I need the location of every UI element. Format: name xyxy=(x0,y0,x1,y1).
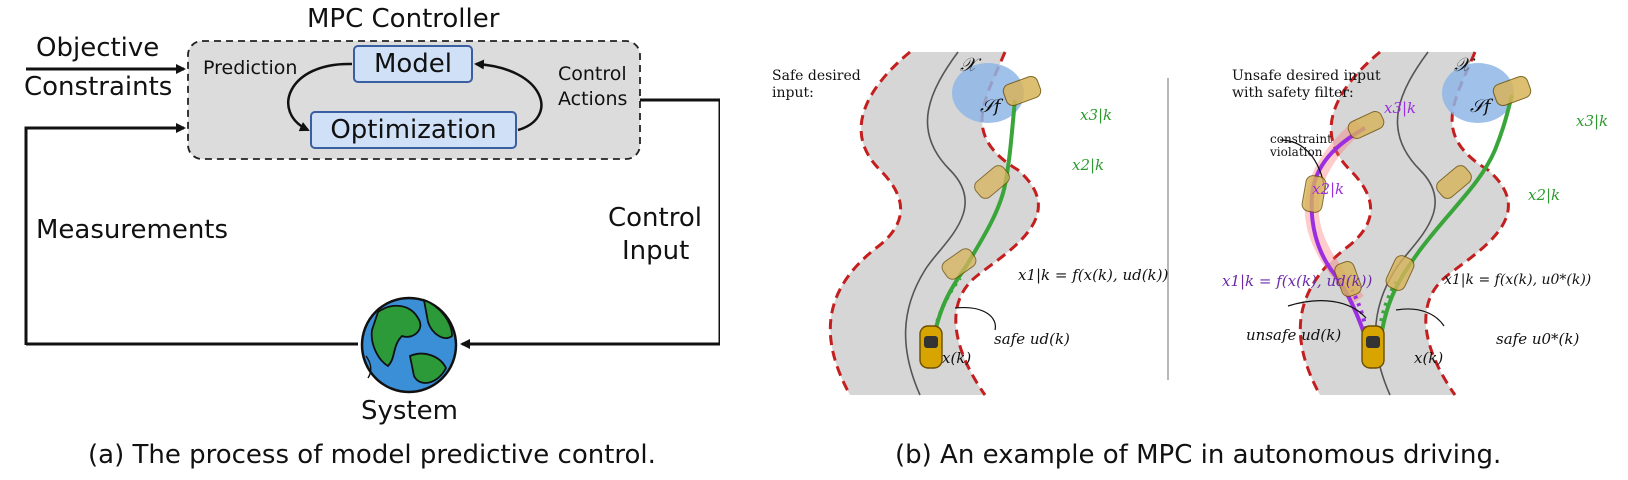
right-desc-line2: with safety filter: xyxy=(1232,85,1354,101)
control-input-label-1: Control xyxy=(608,203,702,233)
left-state-set-label: 𝒳 xyxy=(960,54,977,76)
driving-example-svg xyxy=(828,50,1532,396)
left-car-3 xyxy=(1002,75,1042,107)
right-unsafe-car-1 xyxy=(1334,261,1362,297)
mpc-diagram-svg xyxy=(24,40,720,394)
right-terminal-set-label: 𝒮f xyxy=(1470,96,1491,117)
right-current-state-label: x(k) xyxy=(1414,349,1444,367)
left-car-current xyxy=(919,325,943,369)
left-car-2 xyxy=(974,165,1010,199)
right-safe-x1-equation: x1|k = f(x(k), u0*(k)) xyxy=(1444,272,1592,288)
control-input-arrow xyxy=(460,98,720,349)
caption-b: (b) An example of MPC in autonomous driv… xyxy=(895,440,1502,470)
left-desc-line2: input: xyxy=(772,85,814,101)
measurements-arrow xyxy=(24,123,186,345)
left-safe-input-label: safe ud(k) xyxy=(994,330,1070,348)
right-safe-car-2 xyxy=(1436,165,1472,199)
left-x1-equation: x1|k = f(x(k), ud(k)) xyxy=(1018,266,1169,284)
system-label: System xyxy=(361,396,458,426)
right-unsafe-car-3 xyxy=(1347,111,1385,139)
right-unsafe-x2-label: x2|k xyxy=(1312,180,1345,198)
right-safe-car-3 xyxy=(1492,75,1532,107)
right-road-right-boundary xyxy=(1424,51,1510,396)
control-actions-arrow xyxy=(474,59,543,132)
safe-filtered-trajectory xyxy=(1378,94,1514,346)
model-label: Model xyxy=(373,49,453,79)
left-current-state-label: x(k) xyxy=(942,349,972,367)
right-safe-car-1 xyxy=(1385,255,1415,291)
right-unsafe-x3-label: x3|k xyxy=(1384,99,1417,117)
left-car-1 xyxy=(941,248,977,280)
objective-label: Objective xyxy=(36,33,160,63)
optimization-box xyxy=(310,111,517,149)
optimization-label: Optimization xyxy=(330,115,497,145)
right-unsafe-x1-equation: x1|k = f(x(k), ud(k)) xyxy=(1222,272,1373,290)
right-unsafe-input-label: unsafe ud(k) xyxy=(1246,326,1342,344)
left-road-centerline xyxy=(904,51,966,396)
left-safe-trajectory xyxy=(930,99,1017,346)
globe-icon xyxy=(360,296,458,394)
left-x2-label: x2|k xyxy=(1072,156,1105,174)
right-car-current xyxy=(1361,325,1385,369)
caption-a: (a) The process of model predictive cont… xyxy=(88,440,656,470)
right-terminal-set xyxy=(1442,63,1514,123)
right-unsafe-car-2 xyxy=(1301,175,1327,213)
left-terminal-set xyxy=(952,63,1024,123)
mpc-controller-title: MPC Controller xyxy=(307,4,500,34)
right-desc-line1: Unsafe desired input xyxy=(1232,68,1381,84)
right-safe-input-label: safe u0*(k) xyxy=(1496,330,1580,348)
right-state-set-label: 𝒳 xyxy=(1454,54,1471,76)
left-road-left-boundary xyxy=(828,50,911,396)
control-actions-label-1: Control xyxy=(558,63,627,85)
left-terminal-set-label: 𝒮f xyxy=(980,96,1001,117)
measurements-label: Measurements xyxy=(36,215,229,245)
unsafe-trajectory xyxy=(1309,126,1370,346)
prediction-arrow xyxy=(287,62,353,132)
left-safe-trajectory-dotted xyxy=(930,276,962,346)
model-box xyxy=(353,45,473,83)
control-input-label-2: Input xyxy=(622,236,690,266)
constraint-violation-line1: constraint xyxy=(1270,132,1332,146)
prediction-label: Prediction xyxy=(203,57,298,79)
right-safe-x2-label: x2|k xyxy=(1528,186,1561,204)
right-safe-x3-label: x3|k xyxy=(1576,112,1609,130)
left-desc-line1: Safe desired xyxy=(772,68,861,84)
control-actions-label-2: Actions xyxy=(558,88,628,110)
left-x3-label: x3|k xyxy=(1080,106,1113,124)
right-road-left-boundary xyxy=(1298,50,1381,396)
constraints-label: Constraints xyxy=(24,72,173,102)
constraint-violation-line2: violation xyxy=(1270,145,1323,159)
